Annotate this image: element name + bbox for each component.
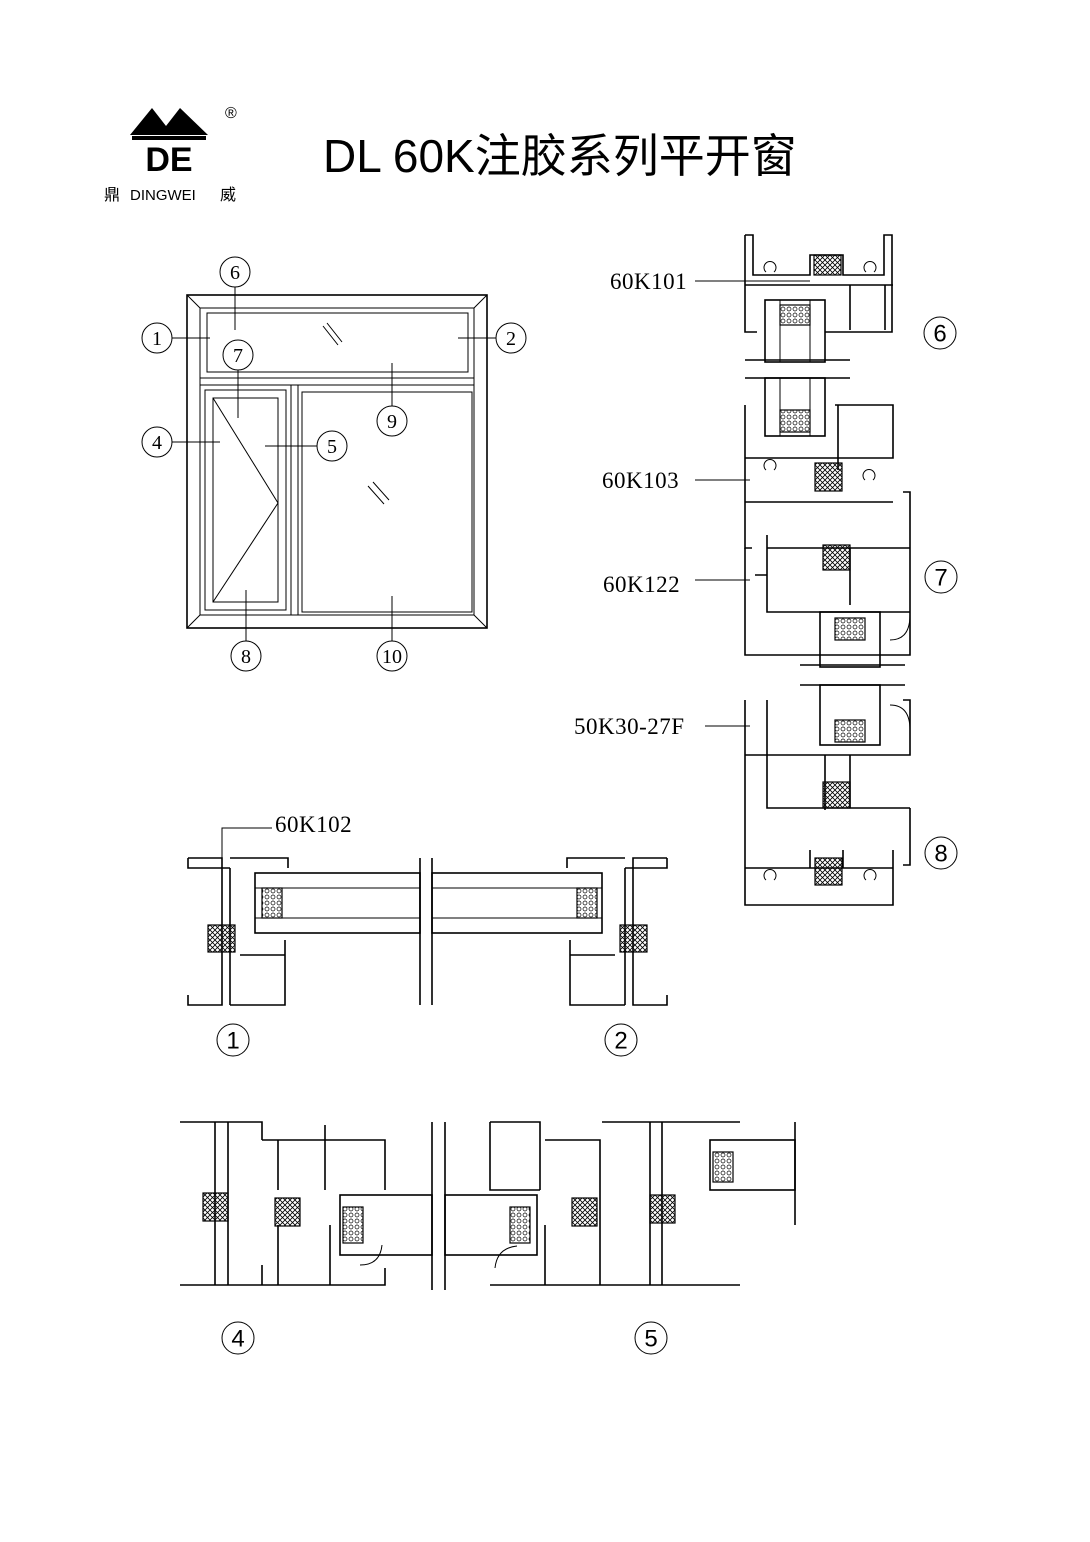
logo-left-char: 鼎 xyxy=(104,185,120,204)
part-callout: 9 xyxy=(376,405,408,437)
profile-label-60k102: 60K102 xyxy=(275,812,352,837)
section-callout-6: 6 xyxy=(923,316,957,350)
profile-label-60k103: 60K103 xyxy=(602,468,679,493)
profile-label-60k122: 60K122 xyxy=(603,572,680,597)
window-elevation: 1 2 4 5 6 7 8 9 10 xyxy=(141,256,527,672)
svg-text:1: 1 xyxy=(152,328,162,350)
page-title: DL 60K注胶系列平开窗 xyxy=(323,130,797,182)
logo-brand: DINGWEI xyxy=(130,187,196,204)
svg-text:5: 5 xyxy=(327,436,337,458)
logo-mark: DE xyxy=(145,141,192,179)
svg-text:2: 2 xyxy=(614,1028,627,1055)
svg-text:6: 6 xyxy=(933,321,946,348)
vertical-section: 60K101 60K103 60K122 50K30-27F 6 7 8 xyxy=(574,234,958,906)
horizontal-section-4-5: 4 5 xyxy=(180,1121,796,1355)
section-callout-2: 2 xyxy=(604,1023,638,1057)
profile-label-50k30-27f: 50K30-27F xyxy=(574,714,685,739)
svg-text:9: 9 xyxy=(387,411,397,433)
section-callout-4: 4 xyxy=(221,1321,255,1355)
part-callout: 4 xyxy=(141,426,173,458)
horizontal-section-1-2: 60K102 1 2 xyxy=(187,812,668,1057)
section-callout-1: 1 xyxy=(216,1023,250,1057)
profile-label-60k101: 60K101 xyxy=(610,269,687,294)
svg-text:6: 6 xyxy=(230,262,240,284)
svg-text:4: 4 xyxy=(152,432,162,454)
part-callout: 2 xyxy=(495,322,527,354)
svg-text:5: 5 xyxy=(644,1326,657,1353)
part-callout: 10 xyxy=(376,640,408,672)
svg-text:2: 2 xyxy=(506,328,516,350)
section-callout-8: 8 xyxy=(924,836,958,870)
part-callout: 6 xyxy=(219,256,251,288)
svg-text:7: 7 xyxy=(934,565,947,592)
part-callout: 8 xyxy=(230,640,262,672)
svg-text:4: 4 xyxy=(231,1326,244,1353)
svg-text:8: 8 xyxy=(241,646,251,668)
section-callout-5: 5 xyxy=(634,1321,668,1355)
svg-text:8: 8 xyxy=(934,841,947,868)
part-callout: 7 xyxy=(222,339,254,371)
svg-text:7: 7 xyxy=(233,345,243,367)
brand-logo: DE ® 鼎 DINGWEI 威 xyxy=(104,105,237,204)
svg-text:10: 10 xyxy=(382,646,402,668)
part-callout: 5 xyxy=(316,430,348,462)
logo-mountain-icon xyxy=(130,108,208,135)
part-callout: 1 xyxy=(141,322,173,354)
svg-text:1: 1 xyxy=(226,1028,239,1055)
registered-mark: ® xyxy=(225,105,237,122)
section-callout-7: 7 xyxy=(924,560,958,594)
logo-right-char: 威 xyxy=(220,185,236,204)
